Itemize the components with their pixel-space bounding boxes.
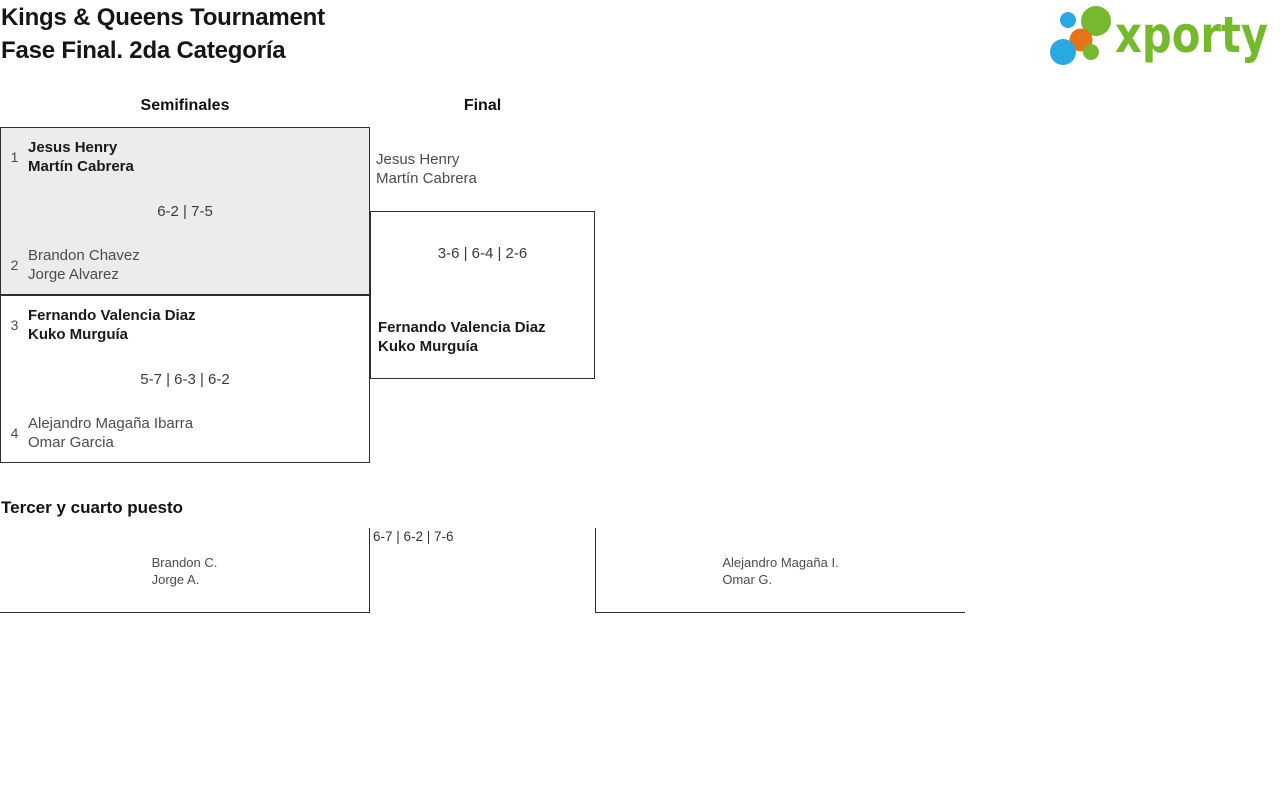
match-score: 6-2 | 7-5	[157, 202, 213, 220]
semifinal-match-2[interactable]: 3 Fernando Valencia Diaz Kuko Murguía 5-…	[0, 295, 370, 463]
team-row-seed-3: 3 Fernando Valencia Diaz Kuko Murguía	[1, 306, 369, 344]
third-place-heading: Tercer y cuarto puesto	[1, 498, 184, 517]
team-name-line: Omar Garcia	[28, 434, 114, 451]
team-name-line: Martín Cabrera	[376, 170, 477, 187]
logo-dot-blue-large	[1050, 39, 1076, 65]
third-place-left-box[interactable]: Brandon C. Jorge A.	[0, 528, 370, 613]
page-title: Kings & Queens Tournament Fase Final. 2d…	[1, 1, 325, 67]
team-row-seed-1: 1 Jesus Henry Martín Cabrera	[1, 138, 369, 176]
page-title-line1: Kings & Queens Tournament	[1, 4, 325, 31]
team-name-line: Omar G.	[722, 572, 773, 587]
logo-dot-green-small	[1083, 44, 1099, 60]
team-name-line: Alejandro Magaña Ibarra	[28, 415, 194, 432]
team-names: Alejandro Magaña Ibarra Omar Garcia	[28, 414, 193, 452]
third-place-right-box[interactable]: Alejandro Magaña I. Omar G.	[595, 528, 965, 613]
team-name-line: Kuko Murguía	[28, 326, 128, 343]
team-name-line: Jorge A.	[151, 572, 200, 587]
team-names: Fernando Valencia Diaz Kuko Murguía	[28, 306, 196, 344]
team-row-seed-4: 4 Alejandro Magaña Ibarra Omar Garcia	[1, 414, 369, 452]
final-match[interactable]: 3-6 | 6-4 | 2-6 Fernando Valencia Diaz K…	[370, 211, 595, 379]
team-name-line: Jesus Henry	[28, 139, 118, 156]
seed-number: 4	[10, 425, 19, 441]
team-name-line: Brandon C.	[151, 555, 218, 570]
xporty-logo[interactable]: xporty	[1048, 4, 1272, 66]
seed-number: 3	[10, 317, 19, 333]
team-name-line: Fernando Valencia Diaz	[378, 319, 546, 336]
third-place-score: 6-7 | 6-2 | 7-6	[373, 529, 454, 544]
logo-dot-blue-small	[1060, 12, 1076, 28]
match-score: 5-7 | 6-3 | 6-2	[140, 370, 230, 388]
final-team-top: Jesus Henry Martín Cabrera	[376, 150, 477, 188]
seed-number: 2	[10, 257, 19, 273]
team-names: Jesus Henry Martín Cabrera	[28, 138, 134, 176]
team-name-line: Kuko Murguía	[378, 338, 478, 355]
team-names: Brandon C. Jorge A.	[152, 554, 218, 612]
team-name-line: Jorge Alvarez	[28, 266, 119, 283]
match-score: 3-6 | 6-4 | 2-6	[437, 245, 528, 262]
xporty-logo-graphic: xporty	[1050, 6, 1268, 65]
team-names: Alejandro Magaña I. Omar G.	[722, 554, 838, 612]
seed-number: 1	[10, 149, 19, 165]
round-header-semifinales: Semifinales	[140, 97, 230, 114]
team-row-seed-2: 2 Brandon Chavez Jorge Alvarez	[1, 246, 369, 284]
semifinal-match-1[interactable]: 1 Jesus Henry Martín Cabrera 6-2 | 7-5 2…	[0, 127, 370, 295]
page-title-line2: Fase Final. 2da Categoría	[1, 37, 286, 64]
team-name-line: Alejandro Magaña I.	[722, 555, 839, 570]
team-name-line: Martín Cabrera	[28, 158, 134, 175]
team-names: Brandon Chavez Jorge Alvarez	[28, 246, 140, 284]
logo-dot-green-large	[1081, 6, 1111, 36]
final-team-bottom: Fernando Valencia Diaz Kuko Murguía	[378, 318, 546, 356]
team-name-line: Brandon Chavez	[28, 247, 140, 264]
team-name-line: Fernando Valencia Diaz	[28, 307, 196, 324]
round-header-final: Final	[463, 97, 502, 114]
logo-wordmark: xporty	[1115, 6, 1268, 64]
team-name-line: Jesus Henry	[376, 151, 460, 168]
